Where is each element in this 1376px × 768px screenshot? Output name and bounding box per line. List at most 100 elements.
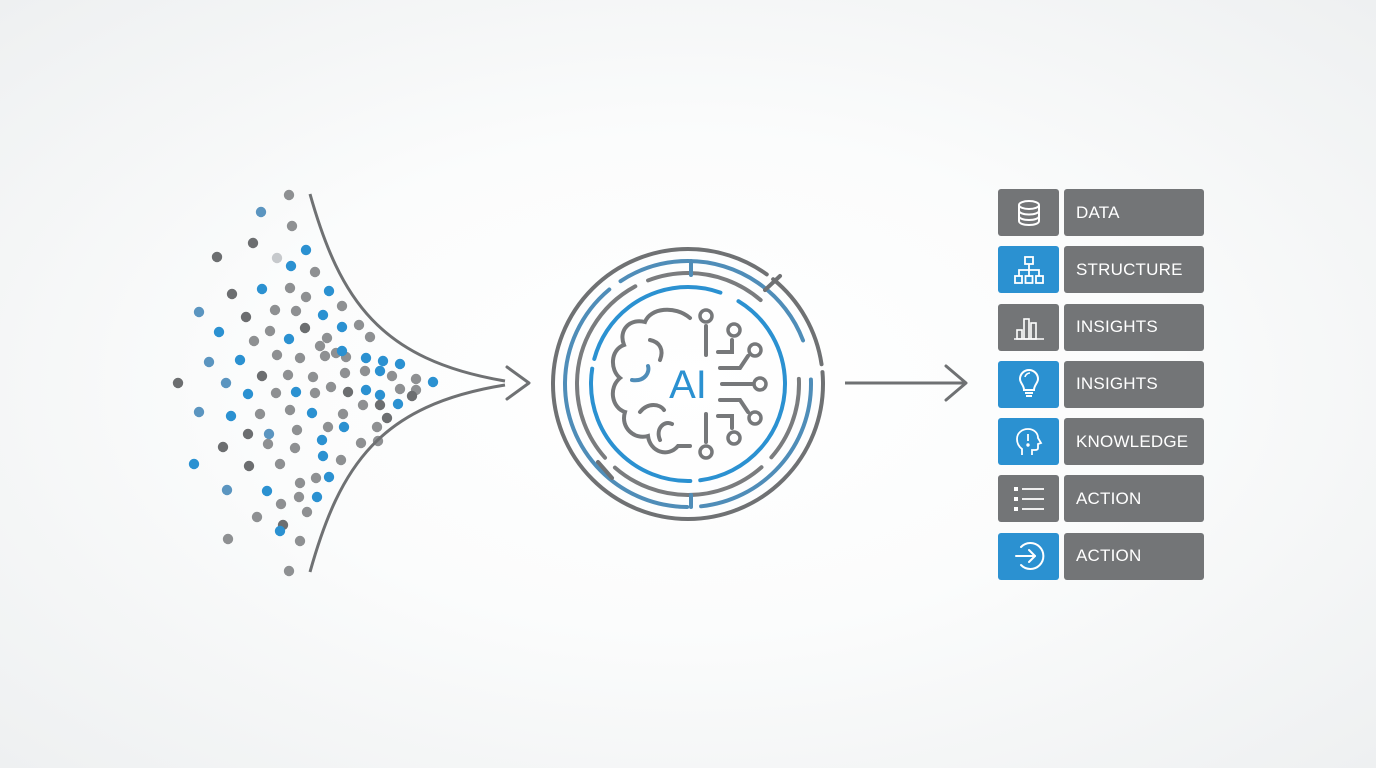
output-label: KNOWLEDGE [1064,418,1204,466]
data-dot [406,390,418,402]
data-dot [261,485,273,497]
output-icon-cell [998,360,1059,408]
data-dot [377,355,389,367]
data-dot [225,410,237,422]
data-dot [172,377,184,389]
data-dot [264,325,276,337]
data-dot [316,434,328,446]
data-dot [254,408,266,420]
output-label: ACTION [1064,475,1204,523]
data-dot [203,356,215,368]
output-row-structure[interactable]: STRUCTURE [998,246,1204,294]
data-dot [307,371,319,383]
data-dot [283,333,295,345]
data-dot [294,352,306,364]
data-dot [336,345,348,357]
data-dot [211,251,223,263]
data-dot [188,458,200,470]
data-dot [271,349,283,361]
output-icon-cell [998,475,1059,523]
data-dot [299,322,311,334]
data-dot [386,370,398,382]
arrow-circle-icon [1014,542,1044,571]
data-dot [336,300,348,312]
data-dot [394,383,406,395]
data-dot [283,565,295,577]
data-dot [269,304,281,316]
data-dot [321,332,333,344]
output-row-action[interactable]: ACTION [998,475,1204,523]
data-dot [217,441,229,453]
data-dot [234,354,246,366]
data-dot [339,367,351,379]
output-row-insights[interactable]: INSIGHTS [998,303,1204,351]
data-dot [220,377,232,389]
output-icon-cell [998,418,1059,466]
data-dot [221,484,233,496]
data-dot [242,388,254,400]
data-dot [290,305,302,317]
data-dot [193,306,205,318]
data-dot [248,335,260,347]
output-label: DATA [1064,189,1204,236]
data-dot [283,189,295,201]
data-dot [306,407,318,419]
data-dot [317,309,329,321]
data-dot [300,291,312,303]
data-dot [286,220,298,232]
data-dot [337,408,349,420]
data-dot [222,533,234,545]
output-icon-cell [998,532,1059,580]
output-icon-cell [998,246,1059,294]
output-row-insights-2[interactable]: INSIGHTS [998,360,1204,408]
data-dot [301,506,313,518]
data-dot [256,283,268,295]
data-dot [242,428,254,440]
data-dot [374,399,386,411]
data-dot [394,358,406,370]
data-dot [311,491,323,503]
data-dot [289,442,301,454]
data-dot [323,471,335,483]
ai-label: AI [669,363,707,407]
data-dot [371,421,383,433]
data-dot [270,387,282,399]
data-dot [247,237,259,249]
checklist-icon [1013,486,1044,511]
output-label: ACTION [1064,532,1204,580]
data-dot [355,437,367,449]
output-row-action-2[interactable]: ACTION [998,532,1204,580]
data-dot [335,454,347,466]
output-icon-cell [998,303,1059,351]
hierarchy-icon [1013,255,1044,284]
data-dot [360,384,372,396]
data-dot [294,535,306,547]
data-dot [374,365,386,377]
data-dot [290,386,302,398]
data-dot [392,398,404,410]
data-dot [243,460,255,472]
output-icon-cell [998,189,1059,236]
data-dot [314,340,326,352]
data-dot [193,406,205,418]
data-dot [291,424,303,436]
database-icon [1017,199,1040,226]
output-label: STRUCTURE [1064,246,1204,294]
data-dot [309,387,321,399]
data-dot [364,331,376,343]
data-dot [262,438,274,450]
data-dot [240,311,252,323]
data-dot [374,389,386,401]
data-dot [319,350,331,362]
output-row-data[interactable]: DATA [998,189,1204,236]
lightbulb-icon [1018,369,1039,398]
output-row-knowledge[interactable]: KNOWLEDGE [998,418,1204,466]
data-dot [271,252,283,264]
data-dot [342,386,354,398]
data-dot [309,266,321,278]
data-dot [293,491,305,503]
brain-circuit-maze-icon [551,247,825,521]
data-dot [427,376,439,388]
